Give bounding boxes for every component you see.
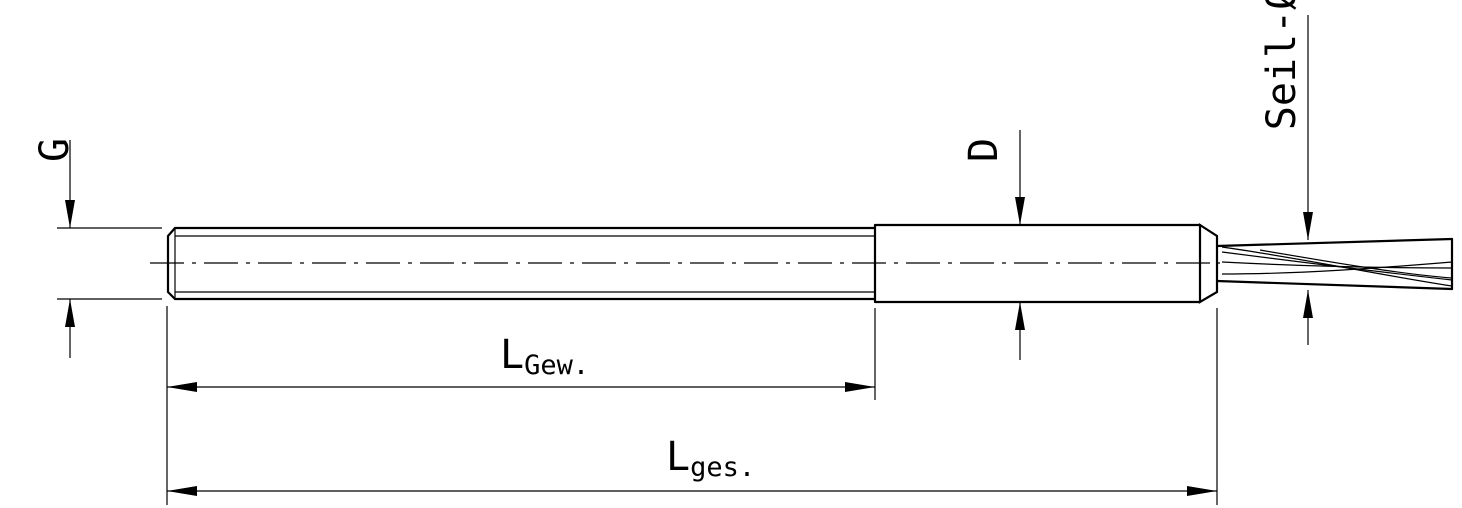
dimension-d: D — [961, 130, 1025, 360]
label-g: G — [32, 138, 78, 162]
wire-rope — [1215, 237, 1454, 291]
dimension-thread-length: LGew. — [167, 332, 875, 392]
label-d: D — [961, 138, 1007, 162]
label-rope-diameter: Seil-Ø — [1259, 0, 1305, 130]
sleeve-body — [873, 222, 1219, 304]
dimension-g: G — [32, 138, 78, 358]
dimension-rope-diameter: Seil-Ø — [1259, 0, 1313, 345]
label-total-length: Lges. — [666, 434, 755, 483]
extension-lines — [57, 227, 1218, 505]
dimension-total-length: Lges. — [167, 434, 1217, 496]
label-thread-length: LGew. — [500, 332, 589, 381]
